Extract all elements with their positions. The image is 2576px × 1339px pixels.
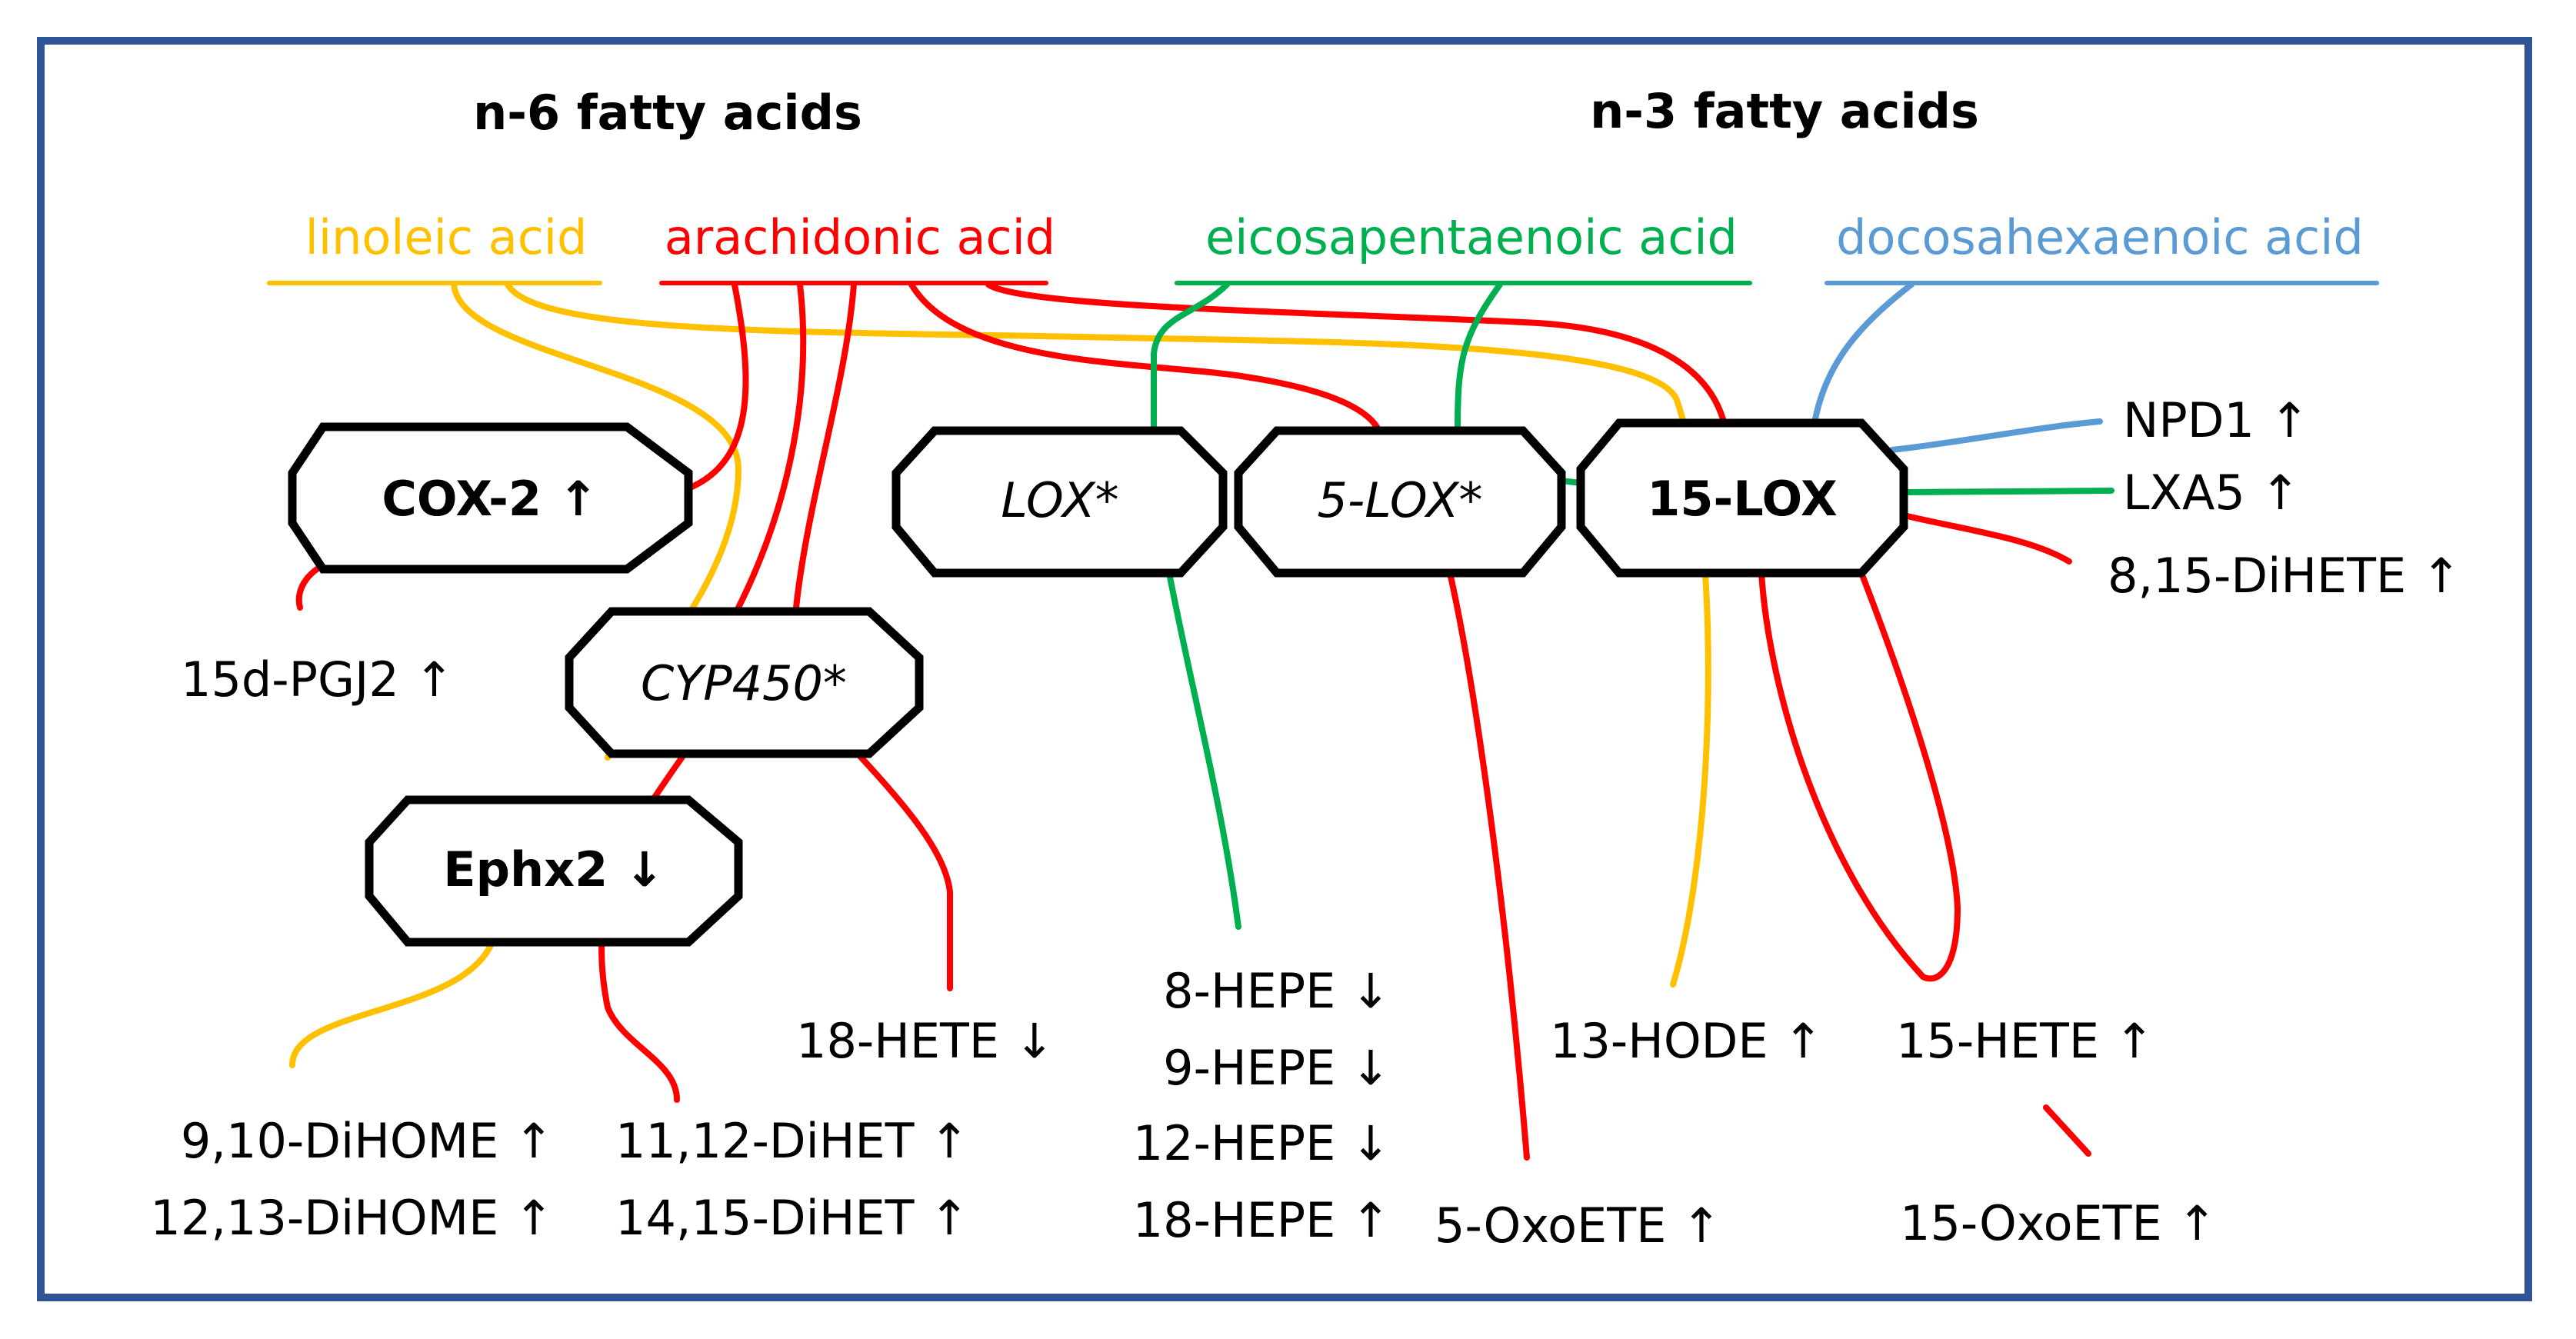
n6-header: n-6 fatty acids	[473, 85, 862, 141]
cyp450-label: CYP450*	[641, 655, 847, 711]
dha-lines	[1812, 281, 2103, 453]
cyp450-to-18-hete-line	[855, 751, 953, 991]
15-lox-to-15-hete-line-1	[1758, 570, 1926, 980]
cox2-enzyme-box: COX-2 ↑	[288, 422, 693, 574]
dha-label: docosahexaenoic acid	[1836, 209, 2364, 265]
15-lox-label: 15-LOX	[1647, 471, 1838, 527]
lxa5-label: LXA5 ↑	[2123, 465, 2301, 521]
14-15-dihet-label: 14,15-DiHET ↑	[615, 1190, 969, 1246]
diagram-frame	[37, 37, 2532, 1301]
arachidonic-to-15-lox-line	[985, 281, 1726, 422]
12-13-dihome-label: 12,13-DiHOME ↑	[150, 1190, 554, 1246]
15-oxoete-label: 15-OxoETE ↑	[1900, 1195, 2217, 1251]
15d-pgj2-label: 15d-PGJ2 ↑	[181, 651, 454, 708]
15-lox-to-15-hete-line-2	[1858, 570, 1961, 982]
ephx2-label: Ephx2 ↓	[443, 841, 665, 898]
15-hete-to-15-oxoete-line	[2043, 1104, 2091, 1157]
npd1-label: NPD1 ↑	[2123, 392, 2310, 448]
15-lox-to-8-15-dihete-line	[1901, 512, 2072, 565]
9-hepe-label: 9-HEPE ↓	[1163, 1040, 1391, 1096]
15-lox-to-npd1-line	[1889, 418, 2103, 453]
epa-lines	[1151, 281, 2114, 930]
11-12-dihet-label: 11,12-DiHET ↑	[615, 1113, 969, 1169]
12-hepe-label: 12-HEPE ↓	[1133, 1115, 1391, 1171]
dha-to-15-lox-line	[1812, 281, 1915, 422]
arachidonic-to-cyp450-line-2	[793, 281, 857, 611]
18-hete-label: 18-HETE ↓	[796, 1013, 1055, 1069]
linoleic-lines	[289, 281, 1711, 1068]
cyp450-enzyme-box: CYP450*	[565, 607, 924, 758]
linoleic-to-13-hode-line	[505, 281, 1711, 988]
epa-to-5-lox-line	[1455, 281, 1503, 434]
lox-label: LOX*	[1001, 472, 1118, 528]
5-lox-label: 5-LOX*	[1317, 472, 1482, 528]
18-hepe-label: 18-HEPE ↑	[1133, 1192, 1391, 1248]
5-lox-enzyme-box: 5-LOX*	[1234, 426, 1566, 578]
arachidonic-to-cyp450-line-1	[735, 281, 807, 611]
epa-to-lox-line	[1151, 281, 1230, 434]
15-lox-enzyme-box: 15-LOX	[1576, 418, 1908, 578]
lox-to-hepe-line	[1166, 570, 1241, 930]
n3-header: n-3 fatty acids	[1590, 83, 1979, 139]
5-lox-to-5-oxoete-line	[1447, 570, 1530, 1161]
9-10-dihome-label: 9,10-DiHOME ↑	[181, 1113, 554, 1169]
8-hepe-label: 8-HEPE ↓	[1163, 963, 1391, 1019]
ephx2-to-dihome-line	[289, 939, 495, 1068]
5-oxoete-label: 5-OxoETE ↑	[1435, 1197, 1721, 1254]
linoleic-acid-label: linoleic acid	[305, 209, 588, 265]
ephx2-enzyme-box: Ephx2 ↓	[365, 795, 743, 947]
arachidonic-acid-label: arachidonic acid	[665, 209, 1055, 265]
arachidonic-to-cox2-line	[685, 281, 749, 491]
epa-label: eicosapentaenoic acid	[1205, 209, 1738, 265]
cox2-label: COX-2 ↑	[382, 471, 598, 527]
15-lox-to-lxa5-line	[1901, 488, 2114, 495]
arachidonic-lines	[295, 281, 2091, 1161]
15-hete-label: 15-HETE ↑	[1896, 1013, 2154, 1069]
13-hode-label: 13-HODE ↑	[1550, 1013, 1823, 1069]
arachidonic-to-5-lox-line	[908, 281, 1380, 430]
lox-enzyme-box: LOX*	[891, 426, 1228, 578]
8-15-dihete-label: 8,15-DiHETE ↑	[2108, 548, 2461, 604]
